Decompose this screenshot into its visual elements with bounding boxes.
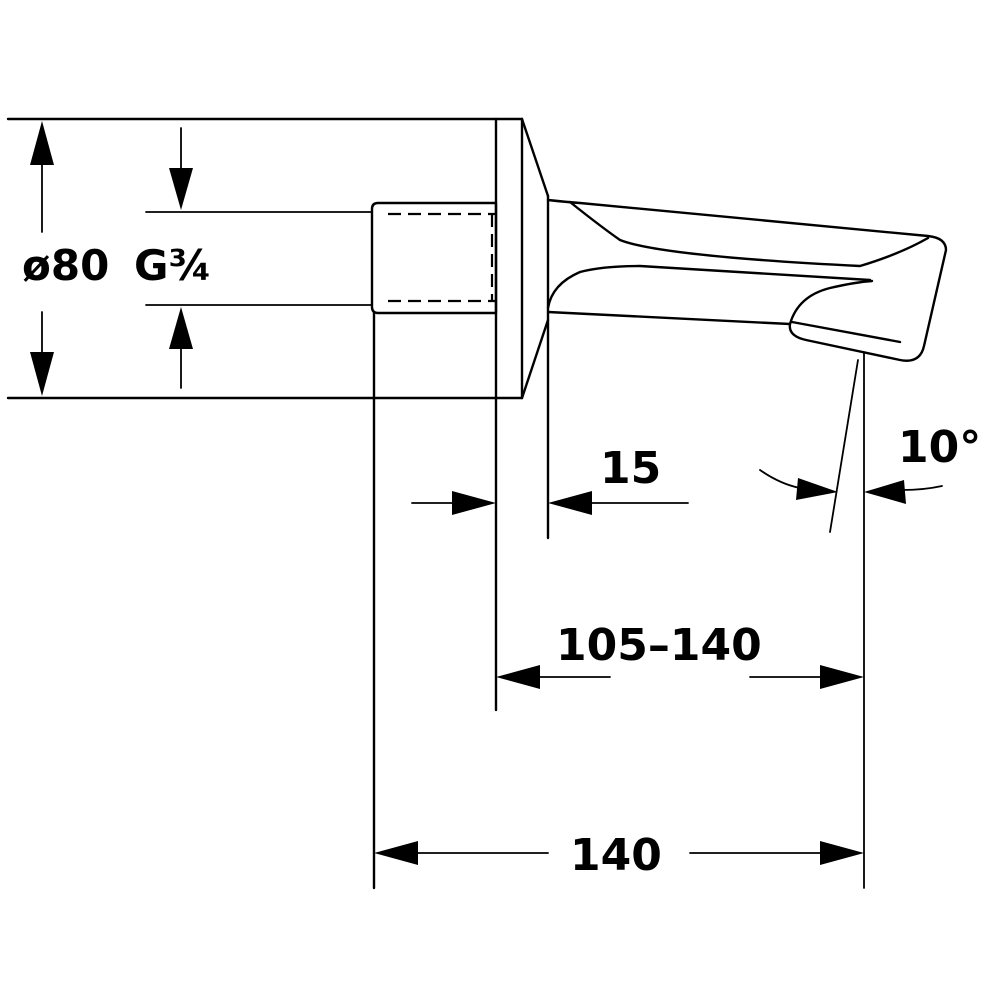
diameter-thread-label: ø80 G¾ [22,241,212,290]
angle-dimension [759,351,943,889]
arrow-left-icon [496,665,540,689]
length-label: 140 [570,830,662,881]
arrow-right-icon [796,478,838,500]
arrow-down-icon [169,168,193,210]
thread-dimension [169,127,193,389]
length-dimension [374,841,864,865]
arrow-right-icon [820,665,864,689]
wall-rosette [6,117,550,712]
offset-label: 15 [600,443,661,494]
arrow-left-icon [864,480,906,504]
arrow-down-icon [30,352,54,396]
diameter-dimension [30,121,54,396]
arrow-up-icon [30,121,54,165]
projection-dimension [496,665,864,689]
arrow-left-icon [548,491,592,515]
offset-dimension [411,491,689,515]
threaded-connection [145,201,498,890]
arrow-up-icon [169,307,193,349]
projection-label: 105–140 [556,620,762,671]
angle-label: 10° [898,422,981,473]
arrow-right-icon [820,841,864,865]
spout-body [546,198,948,362]
arrow-right-icon [452,491,496,515]
arrow-left-icon [374,841,418,865]
